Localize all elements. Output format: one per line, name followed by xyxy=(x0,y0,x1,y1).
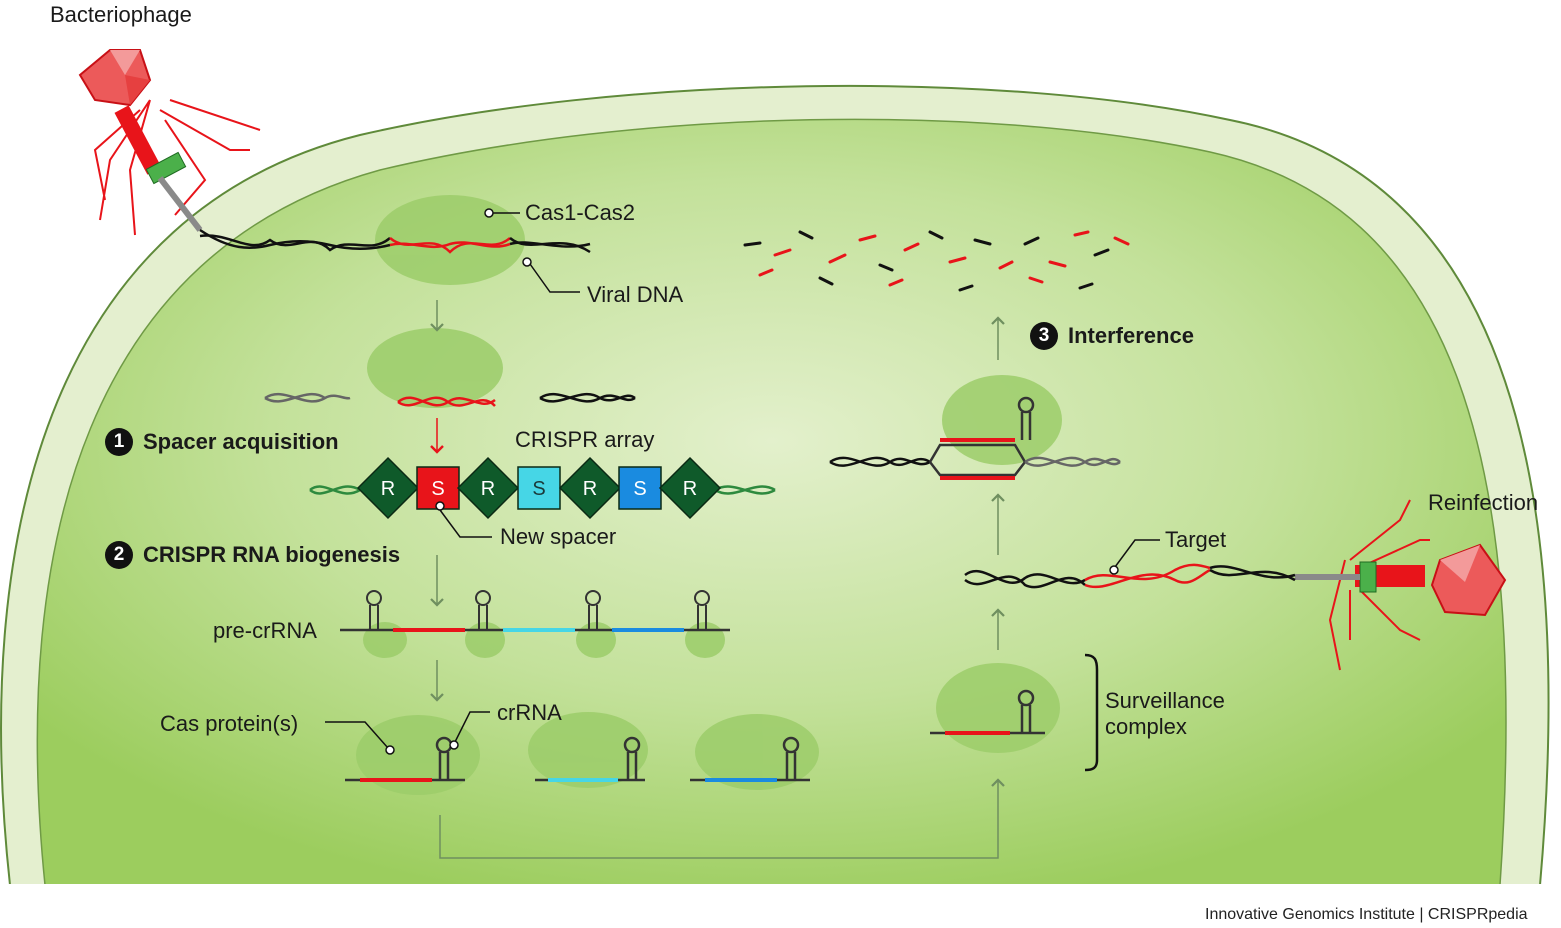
repeat-unit-2 xyxy=(456,456,520,520)
repeat-unit-0 xyxy=(356,456,420,520)
leader-lines xyxy=(325,208,1160,755)
cas1-cas2-label: Cas1-Cas2 xyxy=(525,200,636,225)
repeat-unit-4 xyxy=(558,456,622,520)
step-2-title: CRISPR RNA biogenesis xyxy=(143,542,401,567)
array-unit-letter-1: S xyxy=(431,478,444,500)
credit-text: Innovative Genomics Institute | CRISPRpe… xyxy=(1205,906,1528,923)
viral-dna-top xyxy=(199,228,591,254)
degraded-fragments xyxy=(743,230,1130,292)
step-2-number: 2 xyxy=(105,541,133,569)
step-1-number: 1 xyxy=(105,428,133,456)
step-3-title: Interference xyxy=(1068,323,1194,348)
pre-crrna-strand xyxy=(340,590,730,632)
spacer-unit-3 xyxy=(517,466,561,510)
array-unit-letter-0: R xyxy=(381,478,395,500)
dna-fragments xyxy=(264,392,636,407)
viral-dna-label: Viral DNA xyxy=(587,282,684,307)
surveillance-complex-graphic xyxy=(930,653,1099,772)
interference-complex xyxy=(829,396,1121,480)
step-1-title: Spacer acquisition xyxy=(143,429,339,454)
array-unit-letter-4: R xyxy=(583,478,597,500)
cas-proteins-label: Cas protein(s) xyxy=(160,711,299,736)
array-unit-letter-3: S xyxy=(532,478,545,500)
repeat-unit-6 xyxy=(658,456,722,520)
array-unit-letter-2: R xyxy=(481,478,495,500)
crrna-label: crRNA xyxy=(497,700,562,725)
step-1-heading: 1 Spacer acquisition xyxy=(105,428,339,456)
surveillance-label-1: Surveillance xyxy=(1105,688,1225,713)
target-dna xyxy=(964,563,1296,589)
reinfection-label: Reinfection xyxy=(1428,490,1539,515)
crrna-complexes xyxy=(345,736,810,782)
step-3-heading: 3 Interference xyxy=(1030,322,1194,350)
new-spacer-label: New spacer xyxy=(500,524,617,549)
cell-interior xyxy=(36,118,1507,885)
reinfection-phage-graphic xyxy=(1295,499,1507,671)
pre-crrna-label: pre-crRNA xyxy=(213,618,317,643)
spacer-unit-1 xyxy=(416,466,460,510)
array-unit-letter-5: S xyxy=(633,478,646,500)
surveillance-label-2: complex xyxy=(1105,714,1187,739)
step-3-number: 3 xyxy=(1030,322,1058,350)
crispr-array-label: CRISPR array xyxy=(515,427,655,452)
bacteriophage-label: Bacteriophage xyxy=(50,2,192,27)
step-2-heading: 2 CRISPR RNA biogenesis xyxy=(105,541,400,569)
bacteriophage-graphic xyxy=(78,49,261,236)
array-unit-letter-6: R xyxy=(683,478,697,500)
target-label: Target xyxy=(1165,527,1227,552)
